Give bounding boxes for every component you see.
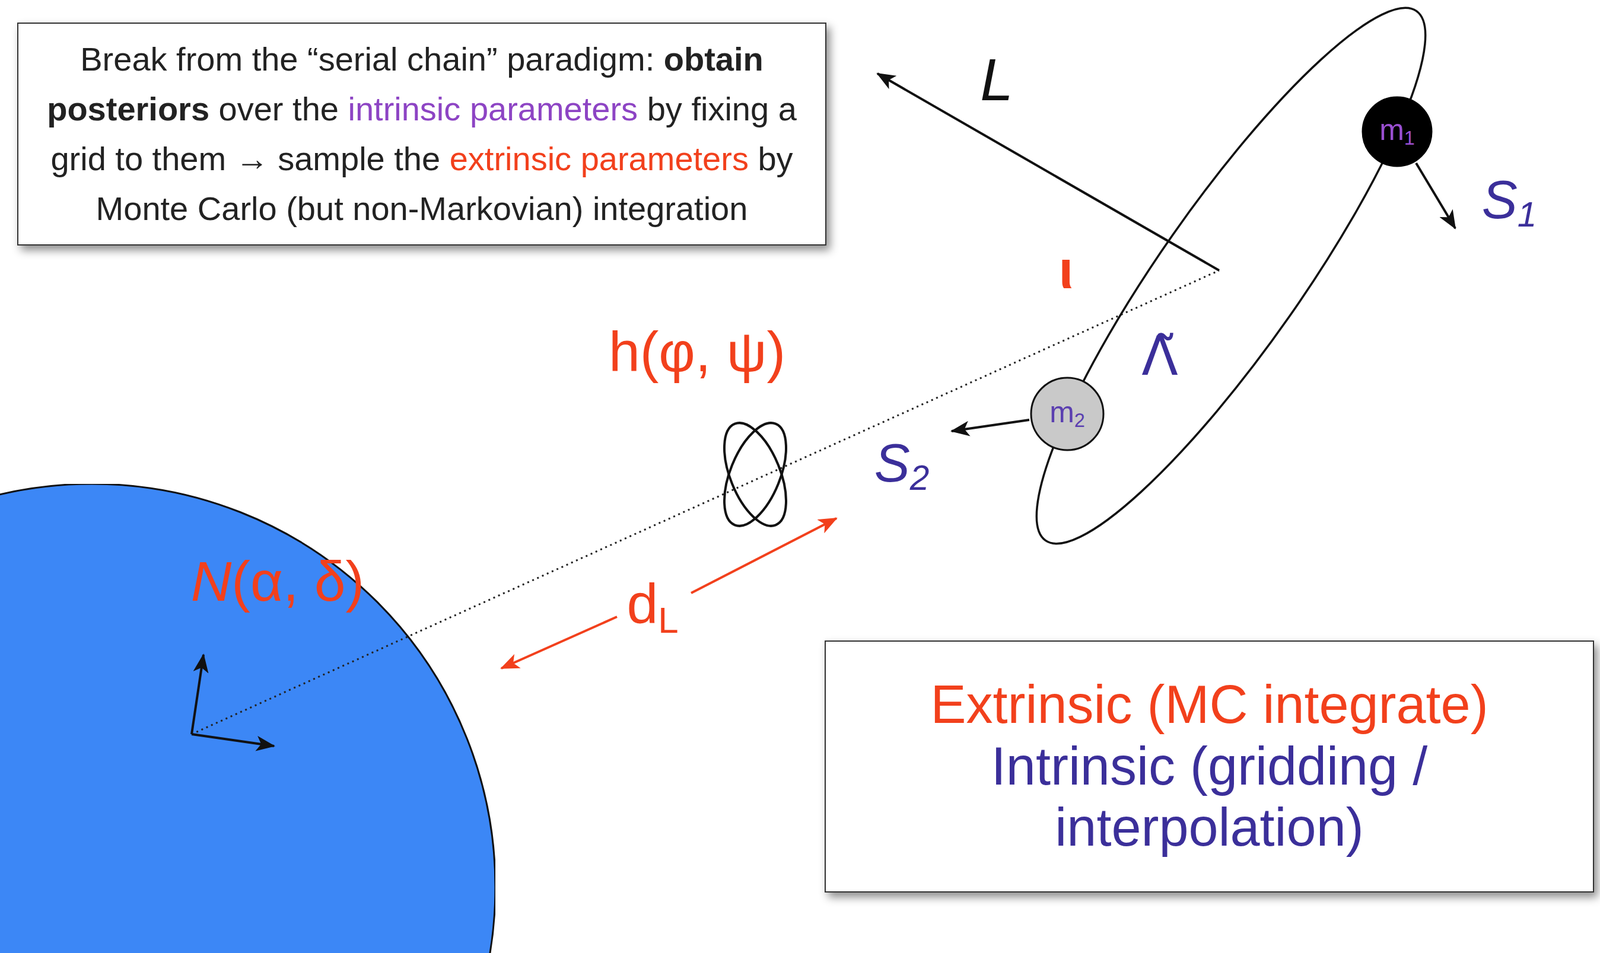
spin-label: S1 [1481, 170, 1538, 235]
angle-label: ι [1058, 240, 1074, 300]
circle-shape [1031, 377, 1104, 451]
distance-label: dL [626, 573, 679, 641]
mass-label: m1 [1379, 115, 1415, 149]
vector-label: L [980, 46, 1014, 113]
circle-shape [1362, 97, 1432, 167]
distance-arrow [691, 518, 837, 594]
spin-arrow [1416, 163, 1456, 229]
earth-disc: N(α, δ) [0, 484, 496, 953]
box-text: Break from the “serial chain” paradigm: … [42, 34, 802, 234]
orbit-ellipse [987, 0, 1475, 582]
legend-box: Extrinsic (MC integrate)Intrinsic (gridd… [824, 640, 1595, 893]
mass-circle: m1 [1361, 96, 1433, 168]
wave-icon [711, 414, 800, 535]
box-text: Extrinsic (MC integrate) [843, 674, 1576, 737]
distance-arrow [501, 616, 617, 669]
spin-label: S2 [874, 434, 930, 498]
spin-arrow [951, 420, 1030, 432]
box-text: Intrinsic (gridding / interpolation) [843, 736, 1576, 860]
tidal-label: Λ̃ [1141, 326, 1179, 386]
mass-circle: m2 [1029, 376, 1105, 452]
mass-label: m2 [1049, 397, 1086, 431]
earth-shape [0, 484, 496, 953]
wave-icon [711, 414, 800, 535]
sky-position-label: N(α, δ) [191, 550, 365, 613]
note-box: Break from the “serial chain” paradigm: … [17, 22, 827, 246]
waveform-label: h(φ, ψ) [608, 320, 786, 384]
